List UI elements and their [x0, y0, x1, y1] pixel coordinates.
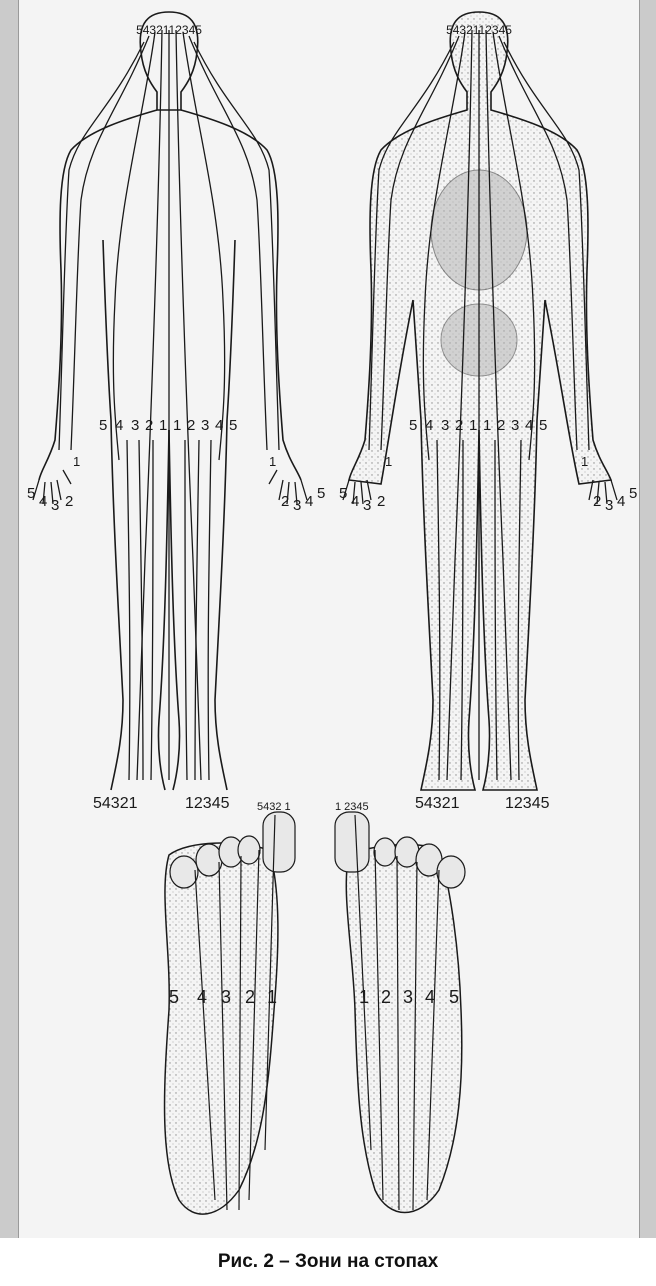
head-label-left: 5432112345 [136, 23, 202, 37]
head-label-right: 5432112345 [446, 23, 512, 37]
hand-label-l4: 4 [39, 493, 47, 510]
waist-label-right-1b: 1 [483, 417, 491, 434]
waist-label-left-5: 5 [99, 417, 107, 434]
hand-label-r5: 5 [317, 485, 325, 502]
foot-label-right-1: 12345 [185, 795, 230, 812]
body-outline-left [39, 12, 301, 790]
hand2-label-r1: 1 [581, 454, 588, 469]
sole-left-5: 5 [169, 987, 179, 1007]
hand2-label-l1: 1 [385, 454, 392, 469]
sole-right-2: 2 [381, 987, 391, 1007]
hand-label-l5: 5 [27, 485, 35, 502]
sole-right-4: 4 [425, 987, 435, 1007]
sole-left-2: 2 [245, 987, 255, 1007]
foot-label-right-2: 12345 [505, 795, 550, 812]
hand-label-r4: 4 [305, 493, 313, 510]
waist-label-left-3b: 3 [201, 417, 209, 434]
sole-right [335, 812, 465, 1213]
hand2-label-r3: 3 [605, 497, 613, 514]
hand2-label-l2: 2 [377, 493, 385, 510]
body-outline-right [343, 12, 617, 790]
sole-right-1: 1 [359, 987, 369, 1007]
sole-right-5: 5 [449, 987, 459, 1007]
toe-label-right: 1 2345 [335, 801, 369, 813]
hand-label-r2: 2 [281, 493, 289, 510]
waist-label-left-4b: 4 [215, 417, 223, 434]
waist-label-right-4b: 4 [525, 417, 533, 434]
zone-diagram: 5432112345 5432112345 5 4 3 2 1 1 2 3 4 … [18, 0, 640, 1240]
waist-label-right-2: 2 [455, 417, 463, 434]
waist-label-right-3b: 3 [511, 417, 519, 434]
waist-label-left-1b: 1 [173, 417, 181, 434]
waist-label-left-5b: 5 [229, 417, 237, 434]
hand-label-l1: 1 [73, 454, 80, 469]
foot-label-left-1: 54321 [93, 795, 138, 812]
hand-label-r1: 1 [269, 454, 276, 469]
foot-label-left-2: 54321 [415, 795, 460, 812]
waist-label-left-2b: 2 [187, 417, 195, 434]
waist-label-right-2b: 2 [497, 417, 505, 434]
zone-diagram-svg: 5432112345 5432112345 5 4 3 2 1 1 2 3 4 … [19, 0, 639, 1240]
hand2-label-r5: 5 [629, 485, 637, 502]
hand2-label-r4: 4 [617, 493, 625, 510]
waist-label-right-4: 4 [425, 417, 433, 434]
waist-label-right-1a: 1 [469, 417, 477, 434]
hand2-label-l5: 5 [339, 485, 347, 502]
sole-left-3: 3 [221, 987, 231, 1007]
hand-label-l2: 2 [65, 493, 73, 510]
sole-right-3: 3 [403, 987, 413, 1007]
zone-lines-left [59, 30, 279, 780]
hand2-label-r2: 2 [593, 493, 601, 510]
waist-label-left-4: 4 [115, 417, 123, 434]
sole-left [165, 812, 295, 1214]
waist-label-left-3: 3 [131, 417, 139, 434]
toe-label-left: 5432 1 [257, 801, 291, 813]
hand-label-l3: 3 [51, 497, 59, 514]
waist-label-right-5b: 5 [539, 417, 547, 434]
waist-label-left-1a: 1 [159, 417, 167, 434]
hand-label-r3: 3 [293, 497, 301, 514]
sole-left-1: 1 [267, 987, 277, 1007]
hand2-label-l3: 3 [363, 497, 371, 514]
waist-label-right-5: 5 [409, 417, 417, 434]
sole-left-4: 4 [197, 987, 207, 1007]
hand2-label-l4: 4 [351, 493, 359, 510]
figure-caption: Рис. 2 – Зони на стопах [0, 1238, 656, 1286]
waist-label-left-2: 2 [145, 417, 153, 434]
waist-label-right-3: 3 [441, 417, 449, 434]
